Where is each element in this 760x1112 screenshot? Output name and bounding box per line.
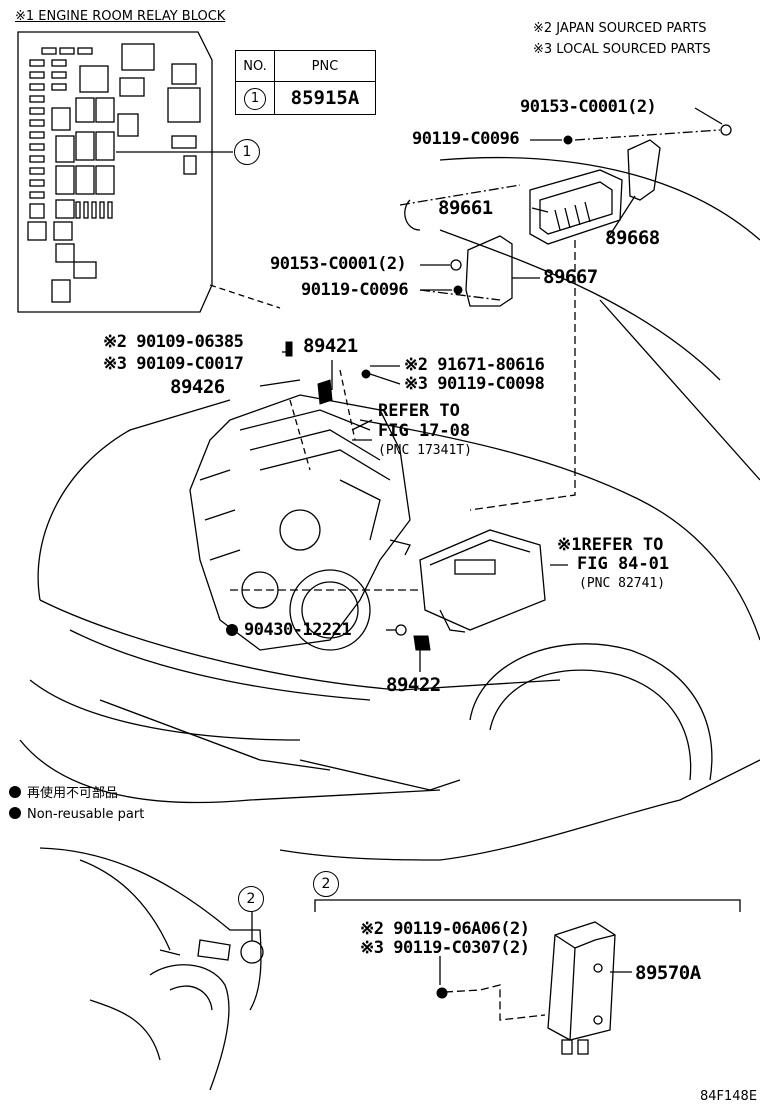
refer-fig-84-01-line1: ※1REFER TO <box>557 535 664 555</box>
pnc-row-no-cell: 1 <box>235 81 275 115</box>
sensor-icon <box>413 635 431 651</box>
part-91671-80616: ※2 91671-80616 <box>404 355 545 375</box>
bolt-icon <box>285 341 293 357</box>
legend-jp: 再使用不可部品 <box>9 786 118 800</box>
non-reusable-dot-icon <box>226 624 238 636</box>
nut-icon <box>395 624 407 636</box>
part-89421: 89421 <box>303 335 358 357</box>
part-90119-c0098: ※3 90119-C0098 <box>404 374 545 394</box>
relay-module-84-01 <box>419 529 546 633</box>
pnc-table: NO. PNC 1 85915A <box>235 50 376 115</box>
front-wheel <box>469 643 713 781</box>
part-89422: 89422 <box>386 674 441 696</box>
part-90119-mid: 90119-C0096 <box>301 280 409 300</box>
refer-fig-17-08-pnc: (PNC 17341T) <box>378 443 472 458</box>
pnc-col-no: NO. <box>235 50 275 82</box>
part-90153-mid: 90153-C0001(2) <box>270 254 407 274</box>
nut-icon <box>450 259 462 271</box>
callout-2-section: 2 <box>313 871 339 897</box>
figure-code: 84F148E <box>700 1089 758 1104</box>
engine-assembly <box>189 394 411 651</box>
relay-block-fuses <box>27 43 201 303</box>
refer-fig-17-08-line1: REFER TO <box>378 401 460 421</box>
part-90430-12221-label: 90430-12221 <box>244 620 352 640</box>
refer-fig-84-01-line2: FIG 84-01 <box>577 554 670 574</box>
bolt-icon <box>563 135 573 145</box>
non-reusable-dot-icon <box>9 786 21 798</box>
rear-car-outline <box>39 847 262 1011</box>
legend-en-text: Non-reusable part <box>27 807 145 822</box>
refer-fig-84-01-pnc: (PNC 82741) <box>579 576 666 591</box>
part-90153-top: 90153-C0001(2) <box>520 97 657 117</box>
part-89661: 89661 <box>438 197 493 219</box>
part-90109-c0017: ※3 90109-C0017 <box>103 354 244 374</box>
bolt-icon <box>436 987 448 999</box>
pnc-row-no: 1 <box>244 87 266 110</box>
module-89570a <box>547 921 616 1055</box>
legend-jp-text: 再使用不可部品 <box>27 786 119 801</box>
bracket-89667 <box>465 235 513 307</box>
callout-2-location: 2 <box>238 886 264 912</box>
part-90430-12221: 90430-12221 <box>226 620 352 640</box>
legend-en: Non-reusable part <box>9 807 144 821</box>
bolt-icon <box>453 285 463 295</box>
sensor-icon <box>317 379 333 405</box>
relay-block-outline <box>17 31 213 313</box>
part-90119-c0307: ※3 90119-C0307(2) <box>360 938 530 958</box>
part-90109-06385: ※2 90109-06385 <box>103 332 244 352</box>
part-89668: 89668 <box>605 227 660 249</box>
pnc-row-pnc: 85915A <box>274 81 376 115</box>
bracket-89668 <box>627 139 661 201</box>
non-reusable-dot-icon <box>9 807 21 819</box>
part-89426: 89426 <box>170 376 225 398</box>
callout-1: 1 <box>234 139 260 165</box>
note-japan: ※2 JAPAN SOURCED PARTS <box>533 21 707 36</box>
pnc-col-pnc: PNC <box>274 50 376 82</box>
part-90119-top: 90119-C0096 <box>412 129 520 149</box>
part-89570a: 89570A <box>635 962 701 984</box>
note-local: ※3 LOCAL SOURCED PARTS <box>533 42 711 57</box>
relay-block-title: ※1 ENGINE ROOM RELAY BLOCK <box>15 9 226 24</box>
refer-fig-17-08-line2: FIG 17-08 <box>378 421 471 441</box>
nut-icon <box>720 124 732 136</box>
part-89667: 89667 <box>543 266 598 288</box>
bolt-icon <box>361 369 371 379</box>
part-90119-06a06: ※2 90119-06A06(2) <box>360 919 530 939</box>
car-body-outline <box>37 399 231 601</box>
